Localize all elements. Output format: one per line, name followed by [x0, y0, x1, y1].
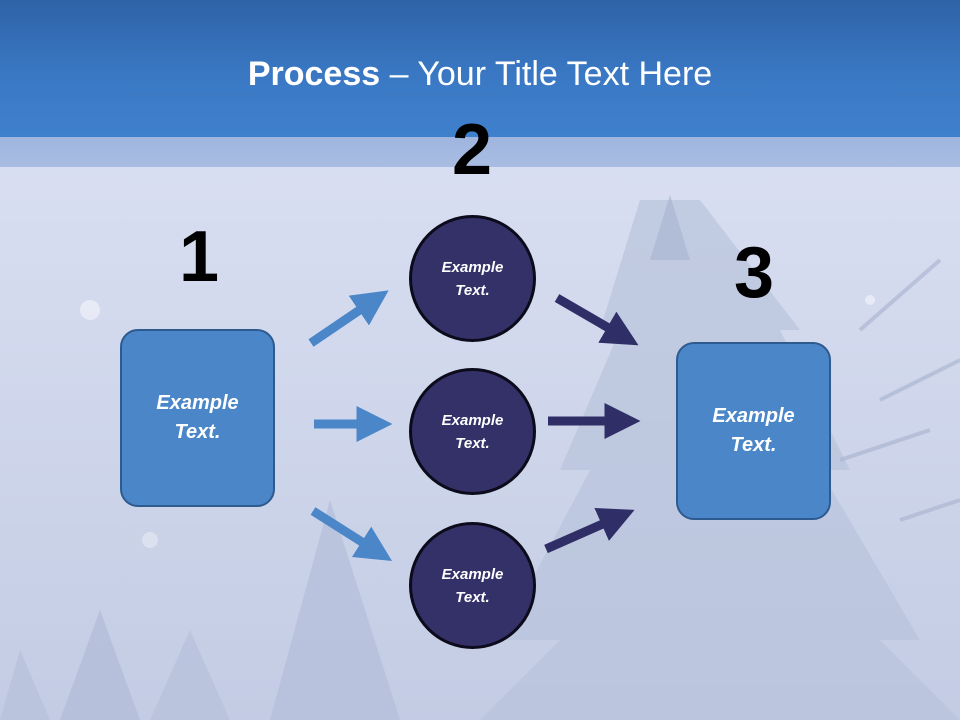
step-number-1: 1 — [178, 217, 220, 297]
circle-middle-line-1: Example — [441, 411, 504, 429]
left-example-box: Example Text. — [120, 329, 275, 507]
circle-bottom-line-2: Text. — [455, 588, 490, 606]
title-bold-part: Process — [247, 55, 381, 93]
header-accent-band — [0, 137, 960, 167]
circle-top-line-1: Example — [441, 258, 504, 276]
circle-node-top: Example Text. — [409, 215, 536, 342]
step-number-3: 3 — [733, 233, 775, 313]
circle-middle-line-2: Text. — [455, 434, 490, 452]
left-box-line-2: Text. — [174, 421, 221, 443]
right-box-line-1: Example — [712, 405, 795, 427]
circle-bottom-line-1: Example — [441, 565, 504, 583]
right-example-box: Example Text. — [676, 342, 831, 520]
slide-title: Process – Your Title Text Here — [0, 52, 960, 96]
circle-top-line-2: Text. — [455, 281, 490, 299]
circle-node-bottom: Example Text. — [409, 522, 536, 649]
right-box-line-2: Text. — [730, 434, 777, 456]
left-box-line-1: Example — [156, 392, 239, 414]
title-header-bar — [0, 0, 960, 137]
title-rest-part: – Your Title Text Here — [380, 55, 713, 93]
circle-node-middle: Example Text. — [409, 368, 536, 495]
step-number-2: 2 — [451, 110, 493, 190]
